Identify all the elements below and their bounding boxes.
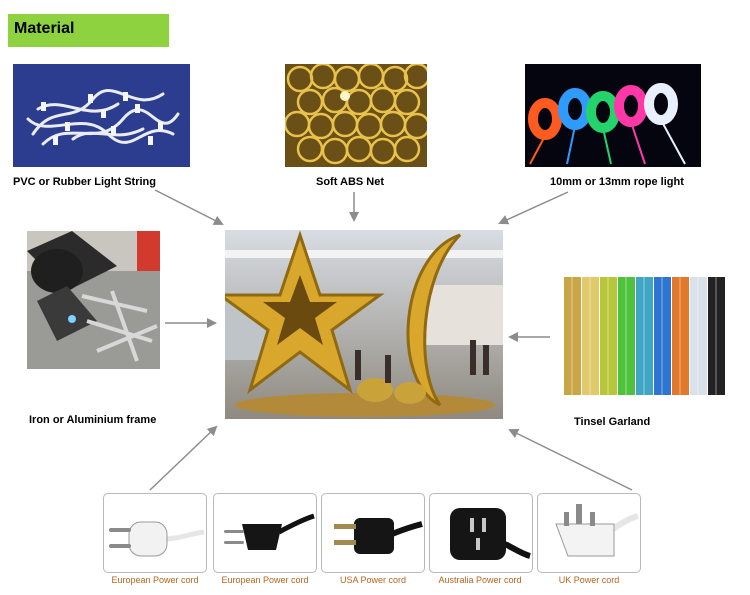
rope-light-label: 10mm or 13mm rope light: [550, 176, 684, 188]
tinsel-photo: [562, 277, 732, 395]
section-title: Material: [14, 20, 75, 37]
power-cord-label-3: USA Power cord: [339, 575, 407, 585]
power-cord-label-1: European Power cord: [111, 575, 199, 585]
uk-plug-card: [537, 493, 641, 573]
frame-photo: [27, 231, 160, 369]
abs-net-label: Soft ABS Net: [316, 176, 385, 188]
light-string-label: PVC or Rubber Light String: [13, 176, 156, 188]
star-moon-display-photo: [225, 230, 503, 419]
uk-plug-icon: [555, 504, 639, 557]
european-plug-flat-icon: [224, 513, 315, 550]
european-plug-round-icon: [109, 521, 205, 557]
european-plug-flat-card: [213, 493, 317, 573]
power-cord-label-2: European Power cord: [221, 575, 309, 585]
arrow-light-string: [154, 189, 224, 225]
section-title-bar: [8, 14, 169, 47]
power-cord-label-5: UK Power cord: [558, 575, 620, 585]
tinsel-label: Tinsel Garland: [574, 416, 651, 428]
light-string-photo: [13, 64, 190, 167]
australia-plug-icon: [450, 508, 531, 560]
power-cord-label-4: Australia Power cord: [438, 575, 522, 585]
arrow-power-left: [149, 425, 218, 491]
usa-plug-icon: [334, 518, 423, 554]
rope-light-photo: [525, 64, 701, 167]
usa-plug-card: [321, 493, 425, 573]
abs-net-photo: [285, 64, 427, 167]
australia-plug-card: [429, 493, 533, 573]
arrow-rope-light: [498, 191, 569, 225]
frame-label: Iron or Aluminium frame: [29, 414, 157, 426]
arrow-power-right: [508, 429, 633, 491]
european-plug-round-card: [103, 493, 207, 573]
